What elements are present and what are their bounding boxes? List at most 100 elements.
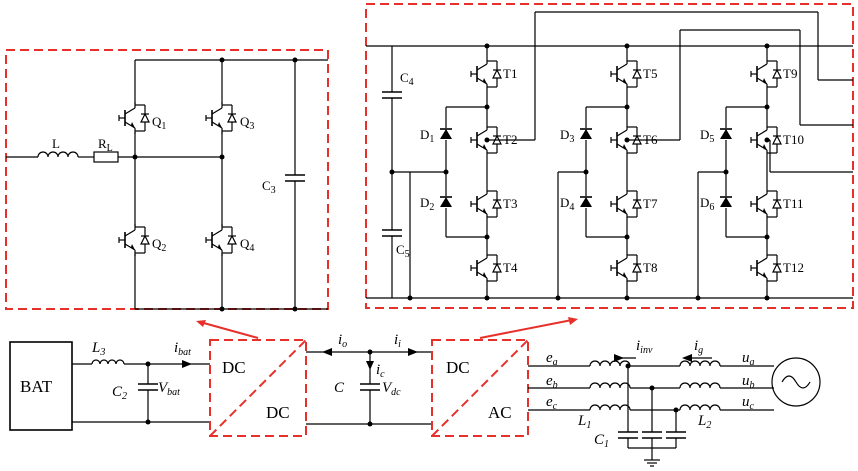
inverter-block <box>365 3 854 309</box>
system-block: BAT L3 ibat C2 Vbat DC DC io ii ic C <box>9 332 821 467</box>
label-l3: L3 <box>91 340 105 358</box>
inductor-l2-phase-1 <box>679 360 721 367</box>
label-c2: C2 <box>112 384 127 402</box>
inductor-l-symbol <box>37 151 79 158</box>
label-t8: T8 <box>643 260 657 275</box>
red-connectors <box>196 317 578 339</box>
label-t3: T3 <box>503 196 517 211</box>
label-t2: T2 <box>503 132 517 147</box>
inductor-l2-phase-3 <box>679 404 721 411</box>
diode-d3-symbol <box>579 128 593 140</box>
label-c3: C3 <box>262 178 276 196</box>
capacitor-c1-phase-1 <box>617 431 639 439</box>
capacitor-c1-phase-2 <box>641 431 663 439</box>
label-d2: D2 <box>420 195 434 213</box>
label-iinv: iinv <box>636 338 653 356</box>
label-vbat: Vbat <box>158 380 180 398</box>
label-dcac-out: AC <box>488 403 512 422</box>
capacitor-c5-symbol <box>381 229 403 237</box>
label-dcac-in: DC <box>446 358 470 377</box>
label-eb: eb <box>546 373 558 391</box>
capacitor-c3-symbol <box>284 174 306 182</box>
label-rl: RL <box>98 136 113 154</box>
switch-q1-symbol <box>118 101 150 135</box>
label-c: C <box>334 380 345 396</box>
boost-converter-block: L RL Q1 Q3 Q2 Q4 C3 <box>5 49 329 312</box>
switch-q4-symbol <box>205 223 237 257</box>
label-dcdc-out: DC <box>266 403 290 422</box>
label-t11: T11 <box>783 196 803 211</box>
label-c5: C5 <box>396 242 410 260</box>
label-d5: D5 <box>700 127 714 145</box>
label-q2: Q2 <box>152 236 166 254</box>
label-d3: D3 <box>560 127 574 145</box>
label-t5: T5 <box>643 66 657 81</box>
capacitor-c-symbol <box>359 383 381 391</box>
label-q3: Q3 <box>240 114 254 132</box>
diode-d5-symbol <box>719 128 733 140</box>
phase-leg-3 <box>695 43 782 301</box>
capacitor-c1-phase-3 <box>665 431 687 439</box>
capacitor-c2-symbol <box>137 383 159 391</box>
battery-box <box>9 341 73 431</box>
label-d4: D4 <box>560 195 574 213</box>
label-t1: T1 <box>503 66 517 81</box>
label-q1: Q1 <box>152 114 166 132</box>
switch-q2-symbol <box>118 223 150 257</box>
label-ec: ec <box>546 394 558 412</box>
label-t6: T6 <box>643 132 658 147</box>
inverter-frame <box>365 3 854 309</box>
inductor-l1-phase-2 <box>589 382 631 389</box>
switch-t9-symbol <box>750 57 782 91</box>
label-bat: BAT <box>20 377 53 396</box>
label-l2: L2 <box>697 413 711 431</box>
diode-d2-symbol <box>439 196 453 208</box>
label-l: L <box>52 136 60 151</box>
label-ua: ua <box>742 350 755 368</box>
label-t9: T9 <box>783 66 797 81</box>
label-vdc: Vdc <box>382 380 401 398</box>
label-io: io <box>338 332 347 350</box>
phase-leg-1 <box>410 43 502 301</box>
switch-t4-symbol <box>470 251 502 285</box>
capacitor-c4-symbol <box>381 91 403 99</box>
diode-d1-symbol <box>439 128 453 140</box>
label-ub: ub <box>742 373 755 391</box>
grid-source-symbol <box>771 357 821 407</box>
label-ibat: ibat <box>174 340 191 358</box>
switch-q3-symbol <box>205 101 237 135</box>
label-ii: ii <box>394 332 401 350</box>
ac-wave-icon <box>781 375 811 389</box>
label-c4: C4 <box>400 70 414 88</box>
switch-t3-symbol <box>470 187 502 221</box>
dcdc-box <box>209 339 307 437</box>
switch-t7-symbol <box>610 187 642 221</box>
diode-d6-symbol <box>719 196 733 208</box>
boost-frame <box>5 49 329 310</box>
diode-d4-symbol <box>579 196 593 208</box>
label-t4: T4 <box>503 260 518 275</box>
label-c1: C1 <box>594 432 609 450</box>
label-ea: ea <box>546 350 558 368</box>
switch-t11-symbol <box>750 187 782 221</box>
inductor-l3-symbol <box>91 359 125 365</box>
inductor-l1-phase-1 <box>589 360 631 367</box>
label-l1: L1 <box>577 413 591 431</box>
switch-t1-symbol <box>470 57 502 91</box>
inductor-l1-phase-3 <box>589 404 631 411</box>
label-t7: T7 <box>643 196 658 211</box>
label-t10: T10 <box>783 132 804 147</box>
label-uc: uc <box>742 394 755 412</box>
label-ig: ig <box>694 338 703 356</box>
label-ic: ic <box>376 362 385 380</box>
label-d6: D6 <box>700 195 714 213</box>
switch-t12-symbol <box>750 251 782 285</box>
label-dcdc-in: DC <box>222 358 246 377</box>
phase-leg-2 <box>555 43 642 301</box>
label-q4: Q4 <box>240 236 254 254</box>
inductor-l2-phase-2 <box>679 382 721 389</box>
label-t12: T12 <box>783 260 804 275</box>
label-d1: D1 <box>420 127 434 145</box>
